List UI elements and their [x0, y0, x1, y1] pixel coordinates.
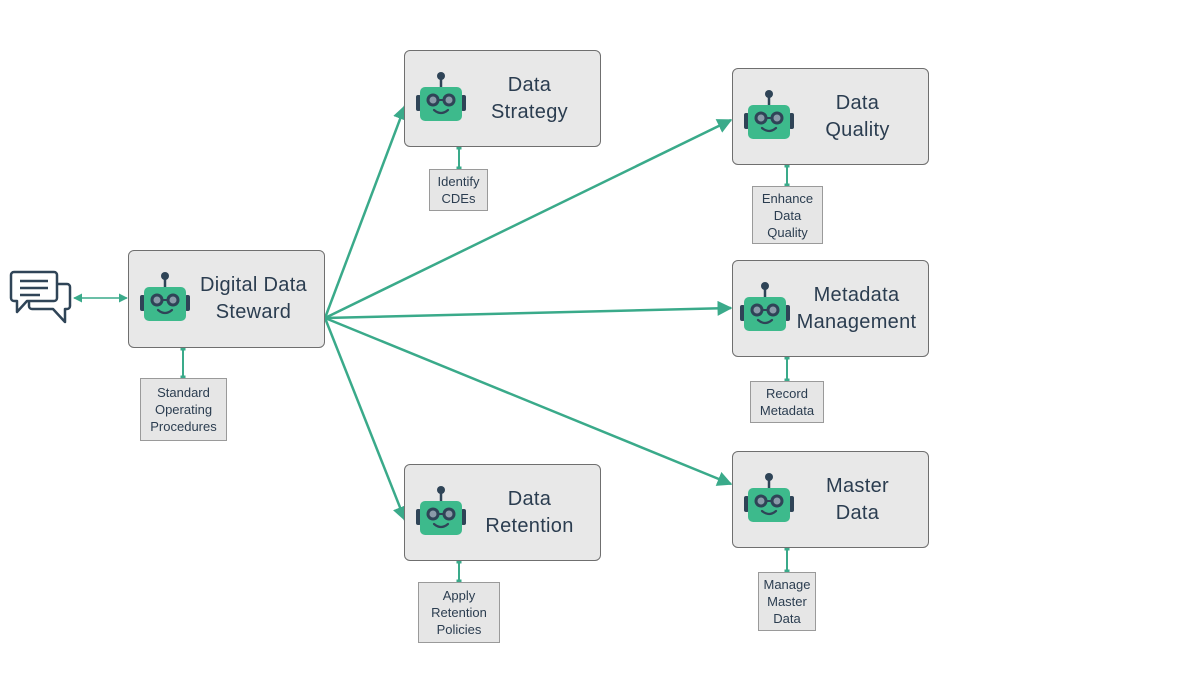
- node-data-retention[interactable]: Data Retention: [404, 464, 601, 561]
- edge-steward-strategy: [323, 104, 408, 319]
- robot-icon: [415, 485, 467, 541]
- node-title-line1: Digital Data: [200, 274, 307, 296]
- edge-steward-retention: [323, 317, 408, 522]
- task-apply-retention-policies: Apply Retention Policies: [418, 582, 500, 643]
- robot-icon: [415, 71, 467, 127]
- node-title-line2: Strategy: [491, 100, 568, 123]
- node-title: Master Data: [793, 452, 922, 547]
- task-enhance-data-quality: Enhance Data Quality: [752, 186, 823, 244]
- node-title-line2: Quality: [825, 118, 890, 141]
- task-line: Policies: [436, 622, 482, 637]
- node-title-line2: Retention: [485, 514, 574, 537]
- task-line: Metadata: [759, 403, 815, 418]
- node-title-line2: Management: [796, 310, 917, 333]
- task-manage-master-data: Manage Master Data: [758, 572, 816, 631]
- node-title-line1: Data: [507, 487, 552, 510]
- robot-icon: [139, 271, 191, 327]
- link-dot: [456, 144, 462, 150]
- link-dot: [784, 545, 790, 551]
- task-line: Data: [773, 207, 802, 223]
- task-standard-operating-procedures: Standard Operating Procedures: [140, 378, 227, 441]
- node-digital-data-steward[interactable]: Digital Data Steward: [128, 250, 325, 348]
- task-identify-cdes: Identify CDEs: [429, 169, 488, 211]
- node-title: Metadata Management: [789, 261, 924, 356]
- edge-steward-master: [324, 316, 733, 486]
- task-line: Standard: [157, 385, 210, 400]
- node-data-strategy[interactable]: Data Strategy: [404, 50, 601, 147]
- task-line: Record: [766, 386, 808, 401]
- task-line: Operating: [154, 402, 213, 417]
- robot-icon: [743, 472, 795, 528]
- edge-steward-quality: [324, 118, 733, 320]
- node-title: Digital Data Steward: [189, 251, 318, 347]
- node-title: Data Retention: [465, 465, 594, 560]
- node-master-data[interactable]: Master Data: [732, 451, 929, 548]
- task-line: Quality: [767, 224, 808, 240]
- node-title: Data Strategy: [465, 51, 594, 146]
- task-line: Enhance: [761, 190, 814, 206]
- node-data-quality[interactable]: Data Quality: [732, 68, 929, 165]
- robot-icon: [743, 89, 795, 145]
- link-dot: [180, 345, 186, 351]
- task-line: Procedures: [150, 419, 217, 434]
- node-title-line2: Steward: [215, 301, 292, 323]
- task-line: Identify: [437, 174, 480, 189]
- task-line: Master: [767, 594, 807, 609]
- task-line: Data: [773, 611, 801, 626]
- node-title-line1: Data: [835, 91, 880, 114]
- task-line: CDEs: [441, 191, 476, 206]
- edge-steward-metadata: [324, 300, 733, 320]
- robot-icon: [739, 281, 791, 337]
- link-dot: [784, 354, 790, 360]
- link-dot: [784, 162, 790, 168]
- chat-bubbles-icon[interactable]: [9, 270, 73, 326]
- node-metadata-management[interactable]: Metadata Management: [732, 260, 929, 357]
- node-title-line2: Data: [835, 501, 880, 524]
- node-title-line1: Metadata: [813, 283, 900, 306]
- link-dot: [456, 558, 462, 564]
- task-line: Retention: [431, 605, 487, 620]
- node-title-line1: Data: [507, 73, 552, 96]
- node-title-line1: Master: [826, 474, 889, 497]
- task-line: Apply: [442, 588, 476, 603]
- node-title: Data Quality: [793, 69, 922, 164]
- task-line: Manage: [763, 577, 811, 592]
- task-record-metadata: Record Metadata: [750, 381, 824, 423]
